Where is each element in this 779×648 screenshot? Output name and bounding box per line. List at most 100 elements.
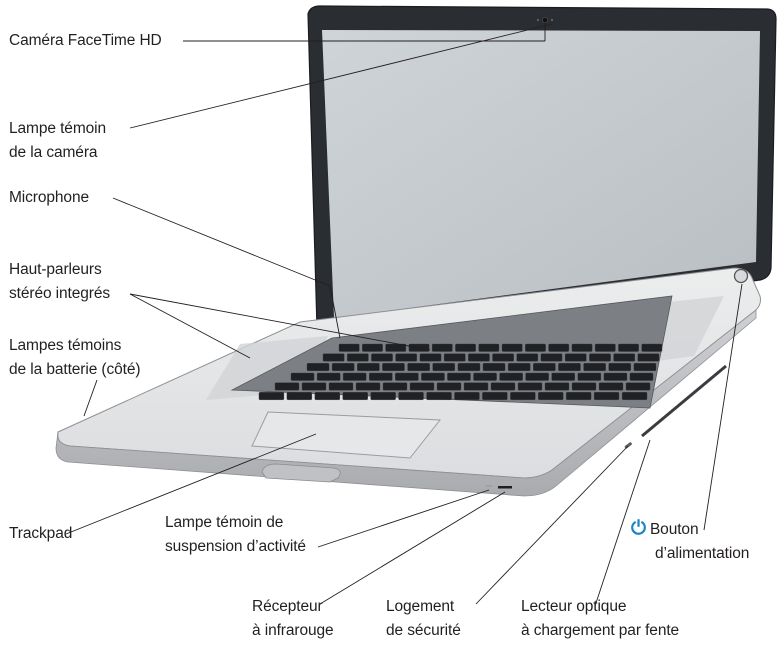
keyboard-key bbox=[419, 353, 442, 362]
keyboard-key bbox=[306, 363, 330, 371]
keyboard-key bbox=[382, 382, 408, 391]
keyboard-key bbox=[338, 343, 360, 352]
keyboard-key bbox=[641, 343, 663, 352]
keyboard-key bbox=[594, 343, 616, 352]
keyboard-key bbox=[533, 363, 556, 371]
keyboard-key bbox=[316, 372, 341, 381]
keyboard-key bbox=[371, 353, 393, 362]
display-screen bbox=[322, 30, 760, 318]
keyboard-key bbox=[398, 392, 424, 400]
label-microphone: Microphone bbox=[9, 189, 89, 206]
keyboard-key bbox=[301, 382, 327, 391]
keyboard-key bbox=[290, 372, 315, 381]
trackpad-surface bbox=[251, 411, 441, 459]
keyboard-key bbox=[395, 372, 419, 381]
keyboard-key bbox=[478, 343, 500, 352]
keyboard-key bbox=[551, 372, 576, 381]
keyboard-key bbox=[382, 363, 405, 371]
keyboard-key bbox=[625, 382, 651, 391]
keyboard-key bbox=[613, 353, 635, 362]
keyboard-key bbox=[482, 392, 508, 400]
keyboard-key bbox=[571, 382, 597, 391]
keyboard-key bbox=[342, 392, 368, 400]
label-battery: Lampes témoins de la batterie (côté) bbox=[9, 337, 141, 378]
keyboard-key bbox=[369, 372, 393, 381]
keyboard-key bbox=[538, 392, 564, 400]
keyboard-key bbox=[431, 343, 453, 352]
keyboard-key bbox=[603, 372, 628, 381]
keyboard-key bbox=[548, 343, 570, 352]
keyboard-key bbox=[347, 353, 369, 362]
keyboard-key bbox=[501, 343, 523, 352]
keyboard-key bbox=[355, 382, 381, 391]
keyboard-key bbox=[426, 392, 452, 400]
keyboard-key bbox=[454, 392, 480, 400]
keyboard-key bbox=[633, 363, 657, 371]
keyboard-key bbox=[621, 392, 648, 400]
power-button bbox=[733, 268, 749, 284]
label-sleep-light: Lampe témoin de suspension d’activité bbox=[165, 514, 306, 555]
keyboard-key bbox=[274, 382, 300, 391]
keyboard-key bbox=[507, 363, 531, 371]
keyboard-key bbox=[286, 392, 312, 400]
label-speakers: Haut-parleurs stéréo integrés bbox=[9, 261, 111, 302]
label-camera: Caméra FaceTime HD bbox=[9, 32, 162, 49]
label-optical-drive: Lecteur optique à chargement par fente bbox=[521, 598, 680, 639]
optical-slot bbox=[641, 364, 727, 438]
keyboard-key bbox=[362, 343, 383, 352]
keyboard-key bbox=[564, 353, 587, 362]
leader-lines bbox=[65, 22, 743, 607]
keyboard-key bbox=[608, 363, 632, 371]
keyboard-key bbox=[436, 382, 462, 391]
keyboard-key bbox=[443, 353, 466, 362]
keyboard-key bbox=[473, 372, 497, 381]
keyboard-key bbox=[525, 372, 549, 381]
keyboard-key bbox=[571, 343, 593, 352]
keyboard-key bbox=[407, 363, 430, 371]
label-power-button: ⏻Bouton d’alimentation bbox=[631, 518, 750, 562]
keyboard-key bbox=[357, 363, 380, 371]
keyboard-key bbox=[432, 363, 456, 371]
keyboard-key bbox=[618, 343, 639, 352]
keyboard-key bbox=[421, 372, 445, 381]
keyboard-key bbox=[395, 353, 418, 362]
keyboard-key bbox=[322, 353, 345, 362]
keyboard-key bbox=[331, 363, 355, 371]
keyboard-key bbox=[457, 363, 481, 371]
keyboard-key bbox=[258, 392, 285, 400]
keyboard-key bbox=[468, 353, 490, 362]
keyboard-key bbox=[463, 382, 489, 391]
keyboard-key bbox=[516, 353, 539, 362]
keyboard-key bbox=[593, 392, 620, 400]
camera-lens bbox=[542, 17, 548, 23]
keyboard-key bbox=[342, 372, 367, 381]
keyboard-key bbox=[540, 353, 563, 362]
laptop-base bbox=[55, 267, 761, 497]
keyboard-key bbox=[637, 353, 660, 362]
keyboard-key bbox=[544, 382, 570, 391]
keyboard-key bbox=[490, 382, 516, 391]
label-camera-light: Lampe témoin de la caméra bbox=[9, 120, 107, 161]
label-security-slot: Logement de sécurité bbox=[386, 598, 461, 639]
keyboard-key bbox=[455, 343, 476, 352]
keyboard-key bbox=[328, 382, 354, 391]
keyboard-key bbox=[447, 372, 471, 381]
label-ir-receiver: Récepteur à infrarouge bbox=[252, 598, 334, 639]
keyboard-key bbox=[492, 353, 514, 362]
keyboard-key bbox=[577, 372, 602, 381]
keyboard-key bbox=[499, 372, 523, 381]
keyboard-key bbox=[370, 392, 396, 400]
keyboard-key bbox=[525, 343, 546, 352]
keyboard-key bbox=[589, 353, 611, 362]
keyboard-key bbox=[558, 363, 581, 371]
keyboard-key bbox=[409, 382, 435, 391]
label-trackpad: Trackpad bbox=[9, 525, 73, 542]
keyboard-key bbox=[510, 392, 536, 400]
keyboard-key bbox=[314, 392, 340, 400]
keyboard-key bbox=[629, 372, 654, 381]
keyboard-key bbox=[517, 382, 543, 391]
power-icon: ⏻ bbox=[631, 518, 646, 539]
keyboard-key bbox=[482, 363, 506, 371]
keyboard-key bbox=[566, 392, 592, 400]
